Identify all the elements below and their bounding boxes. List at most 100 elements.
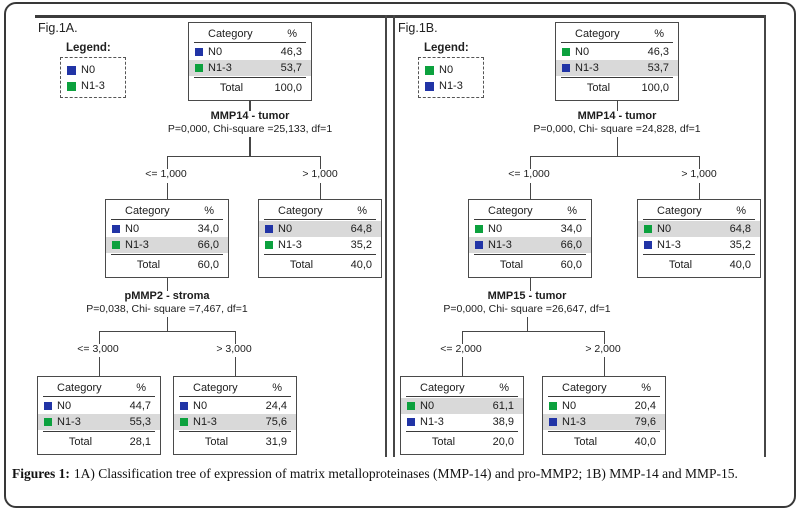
row-n1-3: N1-3 35,2 (259, 237, 381, 253)
divider (111, 219, 223, 220)
branch-a2-left-label: <= 3,000 (77, 343, 119, 355)
connector (461, 331, 463, 344)
legend-item-label: N1-3 (81, 80, 105, 92)
row-n0: N0 64,8 (638, 221, 760, 237)
row-n0: N0 34,0 (106, 221, 228, 237)
divider (406, 431, 518, 432)
connector (461, 331, 605, 333)
table-header: Category % (543, 380, 665, 395)
header-category: Category (57, 381, 102, 394)
node-table-a-left: Category % N0 34,0 N1-3 66,0 Total 60,0 (105, 199, 229, 278)
panel-a-right-border (385, 15, 387, 457)
panel-b-left-border (393, 15, 395, 457)
divider (194, 42, 306, 43)
branch-a2-right-label: > 3,000 (216, 343, 252, 355)
total-row: Total 60,0 (136, 259, 219, 271)
caption-text: 1A) Classification tree of expression of… (73, 466, 738, 481)
connector (529, 278, 531, 291)
connector (166, 156, 168, 169)
connector (698, 183, 700, 199)
row-n0: N0 46,3 (556, 44, 678, 60)
header-category: Category (208, 27, 253, 40)
row-n0: N0 64,8 (259, 221, 381, 237)
header-percent: % (641, 381, 651, 394)
node-table-b-left: Category % N0 34,0 N1-3 66,0 Total 60,0 (468, 199, 592, 278)
legend-item-label: N1-3 (439, 80, 463, 92)
n0-swatch (562, 48, 570, 56)
row-n0: N0 46,3 (189, 44, 311, 60)
row-n1-3: N1-3 53,7 (189, 60, 311, 76)
node-table-a-leaf-left: Category % N0 44,7 N1-3 55,3 Total 28,1 (37, 376, 161, 455)
header-category: Category (193, 381, 238, 394)
split-a2-stats: P=0,038, Chi- square =7,467, df=1 (86, 303, 248, 315)
total-row: Total 100,0 (219, 82, 302, 94)
total-row: Total 40,0 (573, 436, 656, 448)
table-header: Category % (259, 203, 381, 218)
n0-swatch (644, 225, 652, 233)
node-table-b-root: Category % N0 46,3 N1-3 53,7 Total 100,0 (555, 22, 679, 101)
n0-swatch (475, 225, 483, 233)
divider (179, 431, 291, 432)
n1-3-swatch (67, 81, 76, 91)
divider (43, 396, 155, 397)
branch-a1-right-label: > 1,000 (302, 168, 338, 180)
header-percent: % (204, 204, 214, 217)
n0-swatch (195, 48, 203, 56)
n1-3-swatch (562, 64, 570, 72)
divider (474, 254, 586, 255)
divider (111, 254, 223, 255)
n1-3-swatch (425, 81, 434, 91)
panel-top-border (35, 15, 764, 18)
fig-1b-label: Fig.1B. (398, 21, 438, 35)
header-percent: % (654, 27, 664, 40)
header-category: Category (657, 204, 702, 217)
divider (264, 254, 376, 255)
header-category: Category (420, 381, 465, 394)
connector (529, 156, 700, 158)
n0-swatch (549, 402, 557, 410)
connector (603, 357, 605, 376)
connector (526, 317, 528, 331)
header-category: Category (278, 204, 323, 217)
header-percent: % (567, 204, 577, 217)
header-percent: % (287, 27, 297, 40)
split-a1-name: MMP14 - tumor (210, 110, 290, 122)
node-table-a-root: Category % N0 46,3 N1-3 53,7 Total 100,0 (188, 22, 312, 101)
connector (529, 183, 531, 199)
row-n1-3: N1-3 53,7 (556, 60, 678, 76)
divider (179, 396, 291, 397)
header-percent: % (136, 381, 146, 394)
header-category: Category (562, 381, 607, 394)
node-table-b-leaf-left: Category % N0 61,1 N1-3 38,9 Total 20,0 (400, 376, 524, 455)
n1-3-swatch (180, 418, 188, 426)
n1-3-swatch (195, 64, 203, 72)
n0-swatch (265, 225, 273, 233)
legend-item-n0: N0 (67, 62, 123, 78)
divider (561, 77, 673, 78)
connector (166, 183, 168, 199)
branch-a1-left-label: <= 1,000 (145, 168, 187, 180)
divider (643, 254, 755, 255)
node-table-a-right: Category % N0 64,8 N1-3 35,2 Total 40,0 (258, 199, 382, 278)
total-row: Total 40,0 (289, 259, 372, 271)
total-row: Total 40,0 (668, 259, 751, 271)
split-b2-name: MMP15 - tumor (487, 290, 567, 302)
legend-item-n1-3: N1-3 (67, 78, 123, 94)
row-n1-3: N1-3 66,0 (469, 237, 591, 253)
n1-3-swatch (112, 241, 120, 249)
table-header: Category % (106, 203, 228, 218)
header-category: Category (125, 204, 170, 217)
header-percent: % (357, 204, 367, 217)
node-table-b-right: Category % N0 64,8 N1-3 35,2 Total 40,0 (637, 199, 761, 278)
total-row: Total 28,1 (68, 436, 151, 448)
fig-1a-label: Fig.1A. (38, 21, 78, 35)
row-n1-3: N1-3 79,6 (543, 414, 665, 430)
connector (249, 100, 251, 111)
split-b1-stats: P=0,000, Chi- square =24,828, df=1 (533, 123, 701, 135)
branch-b2-left-label: <= 2,000 (440, 343, 482, 355)
n0-swatch (180, 402, 188, 410)
header-category: Category (488, 204, 533, 217)
n0-swatch (425, 65, 434, 75)
connector (249, 137, 251, 156)
divider (548, 431, 660, 432)
